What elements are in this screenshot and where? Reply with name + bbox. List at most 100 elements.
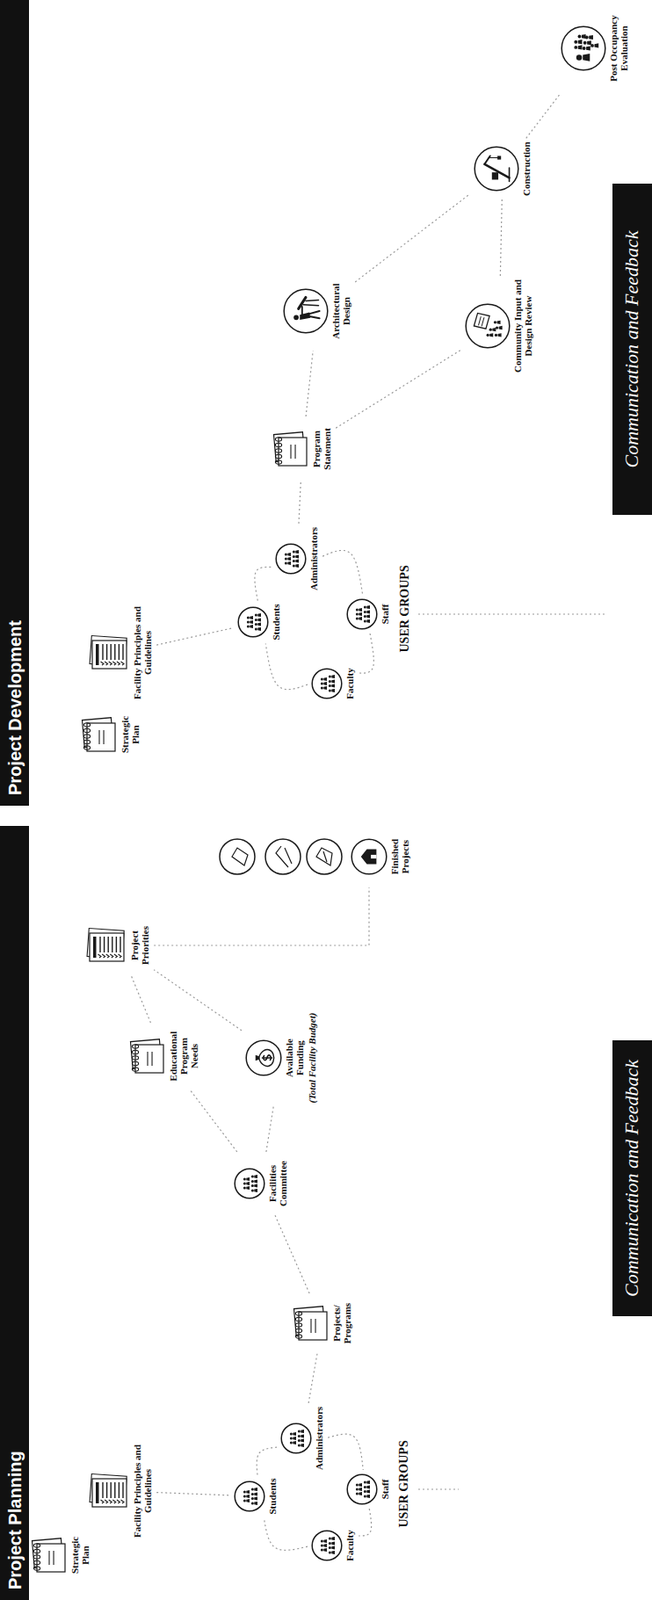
group-icon — [237, 606, 269, 638]
project-circle — [306, 839, 342, 875]
user-group-node: Students — [237, 604, 282, 641]
node-label: Staff — [379, 604, 391, 625]
edge-layer — [131, 93, 561, 1551]
document-node: Projects/ Programs — [292, 1296, 353, 1350]
node-label: Architectural Design — [330, 275, 352, 348]
checklist-icon — [89, 1472, 131, 1510]
dotted-connector — [265, 644, 308, 690]
dotted-connector — [305, 350, 313, 417]
checklist-icon — [89, 634, 131, 672]
group-icon — [233, 1480, 266, 1513]
node-label: Projects/ Programs — [331, 1296, 353, 1350]
binder-icon — [30, 1535, 68, 1576]
user-group-node: Faculty — [311, 1529, 355, 1562]
banner-text: Communication and Feedback — [621, 1059, 643, 1297]
node-label: Program Statement — [311, 420, 333, 479]
section-header: Project Development — [0, 0, 29, 806]
node-label: Project Priorities — [129, 918, 151, 973]
feedback-banner: Communication and Feedback — [612, 1040, 652, 1317]
poe-icon — [560, 25, 607, 72]
group-icon — [233, 1167, 266, 1200]
banner-text: Communication and Feedback — [621, 230, 643, 468]
group-icon — [346, 598, 378, 631]
node-label: Community Input and Design Review — [512, 279, 534, 373]
group-icon — [311, 1529, 343, 1562]
phase-node: Community Input and Design Review — [464, 279, 534, 373]
user-group-node: Administrators — [280, 1406, 325, 1471]
group-icon — [280, 1422, 312, 1455]
node-label: Students — [270, 604, 282, 641]
node-label: Strategic Plan — [69, 1529, 91, 1581]
node-label: Administrators — [313, 1406, 325, 1471]
node-label: Administrators — [308, 527, 319, 591]
project-circle — [219, 839, 255, 875]
dotted-connector — [153, 887, 370, 946]
group-label: USER GROUPS — [397, 1440, 411, 1528]
committee-node: Facilities Committee — [233, 1155, 289, 1212]
checklist-node: Facility Principles and Guidelines — [89, 604, 153, 702]
binder-icon — [129, 1035, 167, 1077]
dotted-connector — [275, 1215, 310, 1294]
user-group-node: Students — [233, 1478, 278, 1515]
node-label: Faculty — [344, 1529, 355, 1561]
dotted-connector — [266, 1107, 274, 1153]
checklist-icon — [86, 927, 128, 964]
node-label: Facility Principles and Guidelines — [131, 604, 153, 702]
group-icon — [346, 1473, 378, 1506]
header-text: Project Planning — [5, 1450, 25, 1590]
construction-icon — [473, 145, 520, 192]
dotted-connector — [153, 970, 242, 1031]
binder-icon — [80, 714, 118, 755]
dotted-connector — [335, 349, 462, 428]
document-node: Strategic Plan — [30, 1529, 91, 1581]
node-label: Strategic Plan — [119, 709, 141, 761]
project-sketch — [231, 847, 248, 866]
dotted-connector — [327, 1434, 363, 1471]
user-group-node: Staff — [346, 1473, 391, 1506]
dotted-connector — [156, 627, 234, 645]
node-label: Finished Projects — [389, 829, 411, 884]
dotted-connector — [322, 550, 363, 595]
dotted-connector — [526, 93, 561, 138]
dotted-connector — [308, 1353, 318, 1404]
funding-node: Available Funding(Total Facility Budget) — [245, 1013, 318, 1104]
money-icon — [245, 1039, 283, 1077]
node-label: Students — [267, 1478, 278, 1515]
finished-icon — [350, 838, 388, 876]
node-label: Faculty — [344, 667, 355, 699]
node-label: Post Occupancy Evaluation — [608, 7, 630, 90]
node-label: Educational Program Needs — [167, 1026, 200, 1087]
guide-line — [418, 613, 607, 615]
user-group-node: Staff — [346, 598, 391, 631]
binder-icon — [272, 428, 310, 470]
checklist-node: Project Priorities — [86, 918, 151, 973]
phase-node: Post Occupancy Evaluation — [560, 7, 630, 90]
dotted-connector — [354, 194, 471, 283]
dotted-connector — [254, 566, 272, 601]
node-label: Facilities Committee — [267, 1155, 289, 1212]
binder-icon — [292, 1303, 330, 1344]
node-label: Staff — [379, 1479, 391, 1500]
user-group-node: Faculty — [311, 667, 355, 700]
document-node: Program Statement — [272, 420, 333, 479]
checklist-node: Facility Principles and Guidelines — [89, 1442, 153, 1540]
finished-projects-node: Finished Projects — [350, 829, 411, 884]
project-sketch — [316, 847, 333, 866]
group-icon — [311, 667, 343, 700]
group-icon — [275, 543, 307, 575]
dotted-connector — [189, 1089, 238, 1152]
dotted-connector — [499, 199, 502, 276]
dotted-connector — [156, 1492, 231, 1496]
document-node: Strategic Plan — [80, 709, 141, 761]
dotted-connector — [131, 976, 152, 1023]
finished-project-sketches — [219, 839, 342, 875]
node-label: (Total Facility Budget) — [306, 1013, 318, 1104]
community-icon — [464, 303, 511, 349]
arch-icon — [282, 288, 329, 334]
guide-line — [418, 1488, 459, 1490]
dotted-connector — [256, 1447, 277, 1475]
node-label: Available Funding — [283, 1031, 305, 1085]
project-sketch — [275, 846, 292, 868]
